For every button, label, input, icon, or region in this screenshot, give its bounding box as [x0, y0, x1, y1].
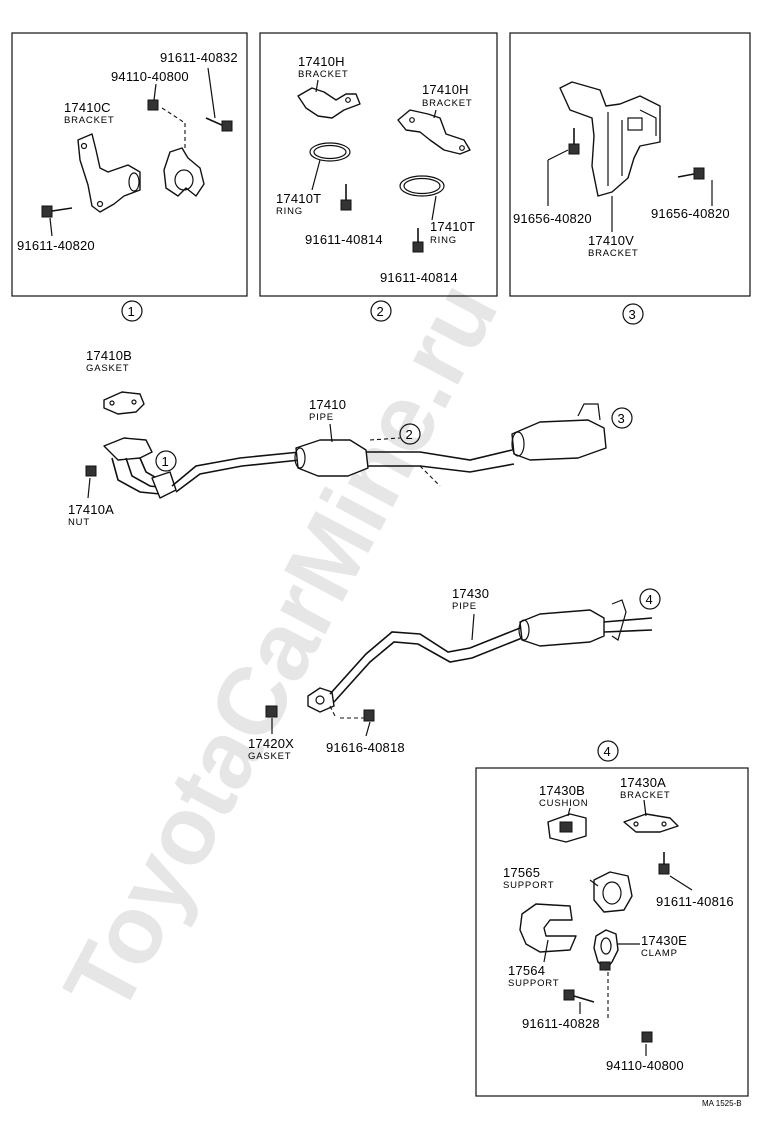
part-label-bracket: BRACKET — [64, 115, 114, 126]
part-label-bracket: BRACKET — [298, 69, 348, 80]
part-label-gasket: GASKET — [86, 363, 129, 374]
part-number-17430: 17430 — [452, 586, 489, 601]
part-number-91616-40818: 91616-40818 — [326, 740, 405, 755]
part-number-94110-40800: 94110-40800 — [606, 1058, 684, 1073]
nut-icon — [85, 465, 97, 477]
part-label-nut: NUT — [68, 517, 90, 528]
part-label-support: SUPPORT — [503, 880, 554, 891]
part-number-17410: 17410 — [309, 397, 346, 412]
part-number-91611-40816: 91611-40816 — [656, 894, 734, 909]
part-number-91656-40820: 91656-40820 — [651, 206, 730, 221]
tail-muffler-drawing — [519, 609, 605, 647]
part-number-17420x: 17420X — [248, 736, 294, 751]
part-number-17430e: 17430E — [641, 933, 687, 948]
part-number-17410h: 17410H — [298, 54, 345, 69]
callout-3: 3 — [611, 407, 633, 429]
svg-text:2: 2 — [377, 304, 384, 319]
part-number-17410t: 17410T — [276, 191, 321, 206]
svg-text:1: 1 — [162, 454, 169, 469]
callout-1: 1 — [121, 300, 143, 322]
part-number-17410c: 17410C — [64, 100, 111, 115]
svg-text:4: 4 — [604, 744, 611, 759]
svg-text:3: 3 — [618, 411, 625, 426]
part-number-17410b: 17410B — [86, 348, 132, 363]
ring-17410t-drawing — [399, 175, 445, 197]
rear-muffler-drawing — [511, 419, 607, 461]
clamp-17430e-drawing — [593, 929, 619, 971]
svg-text:2: 2 — [406, 427, 413, 442]
nut-icon — [147, 99, 159, 111]
part-label-pipe: PIPE — [309, 412, 334, 423]
part-label-support: SUPPORT — [508, 978, 559, 989]
bracket-17410c-drawing — [77, 133, 141, 213]
callout-2: 2 — [370, 300, 392, 322]
watermark: ToyotaCarMine.ru — [44, 265, 518, 1030]
bolt-icon — [205, 117, 233, 132]
nut-icon — [641, 1031, 653, 1043]
gasket-17410b-drawing — [103, 391, 145, 415]
part-label-gasket: GASKET — [248, 751, 291, 762]
part-number-91656-40820: 91656-40820 — [513, 211, 592, 226]
callout-1: 1 — [155, 450, 177, 472]
part-label-clamp: CLAMP — [641, 948, 678, 959]
diagram-reference: MA 1525-B — [702, 1099, 742, 1108]
svg-text:3: 3 — [629, 307, 636, 322]
part-number-17565: 17565 — [503, 865, 540, 880]
ring-17410t-drawing — [309, 142, 351, 162]
part-number-91611-40820: 91611-40820 — [17, 238, 95, 253]
part-label-bracket: BRACKET — [588, 248, 638, 259]
part-number-17564: 17564 — [508, 963, 545, 978]
part-label-pipe: PIPE — [452, 601, 477, 612]
part-number-17410v: 17410V — [588, 233, 634, 248]
detail-box-2: 17410H BRACKET 17410H BRACKET 17410T RIN… — [259, 32, 498, 297]
part-label-bracket: BRACKET — [620, 790, 670, 801]
callout-2: 2 — [399, 423, 421, 445]
part-number-17430b: 17430B — [539, 783, 585, 798]
tail-pipe-assembly: 17430 PIPE 17420X GASKET 91616-40818 — [248, 586, 653, 762]
bolt-icon — [677, 167, 705, 180]
part-number-94110-40800: 94110-40800 — [111, 69, 189, 84]
bolt-icon — [340, 709, 375, 722]
bolt-icon — [41, 205, 73, 218]
part-number-17430a: 17430A — [620, 775, 666, 790]
bolt-icon — [340, 184, 352, 211]
gasket-icon — [265, 705, 278, 718]
part-label-bracket: BRACKET — [422, 98, 472, 109]
part-number-91611-40828: 91611-40828 — [522, 1016, 600, 1031]
part-number-17410t: 17410T — [430, 219, 475, 234]
part-label-ring: RING — [430, 235, 457, 246]
bolt-icon — [412, 228, 424, 253]
clamp-drawing — [163, 147, 205, 197]
part-number-91611-40814: 91611-40814 — [305, 232, 383, 247]
svg-text:4: 4 — [646, 592, 653, 607]
support-17565-drawing — [593, 871, 633, 913]
bolt-icon — [563, 989, 595, 1003]
callout-3: 3 — [622, 303, 644, 325]
svg-text:1: 1 — [128, 304, 135, 319]
detail-box-3: 91656-40820 91656-40820 17410V BRACKET — [509, 32, 751, 297]
part-number-17410a: 17410A — [68, 502, 114, 517]
bracket-17410h-drawing — [297, 87, 361, 119]
part-label-cushion: CUSHION — [539, 798, 588, 809]
bolt-icon — [658, 852, 670, 875]
part-number-91611-40814: 91611-40814 — [380, 270, 458, 285]
detail-box-4: 17430B CUSHION 17430A BRACKET 17565 SUPP… — [475, 767, 749, 1097]
callout-4: 4 — [639, 588, 661, 610]
support-17564-drawing — [519, 903, 577, 953]
center-muffler-drawing — [295, 439, 369, 477]
bolt-icon — [568, 128, 580, 155]
bracket-17410h-drawing — [397, 109, 471, 155]
part-label-ring: RING — [276, 206, 303, 217]
part-number-91611-40832: 91611-40832 — [160, 50, 238, 65]
part-number-17410h: 17410H — [422, 82, 469, 97]
callout-4: 4 — [597, 740, 619, 762]
bracket-17430a-drawing — [623, 813, 679, 833]
detail-box-1: 91611-40832 94110-40800 17410C BRACKET 9… — [11, 32, 248, 297]
front-pipe-assembly: 17410B GASKET 17410 PIPE 17410A NUT — [68, 348, 607, 528]
bracket-17410v-drawing — [559, 81, 661, 197]
